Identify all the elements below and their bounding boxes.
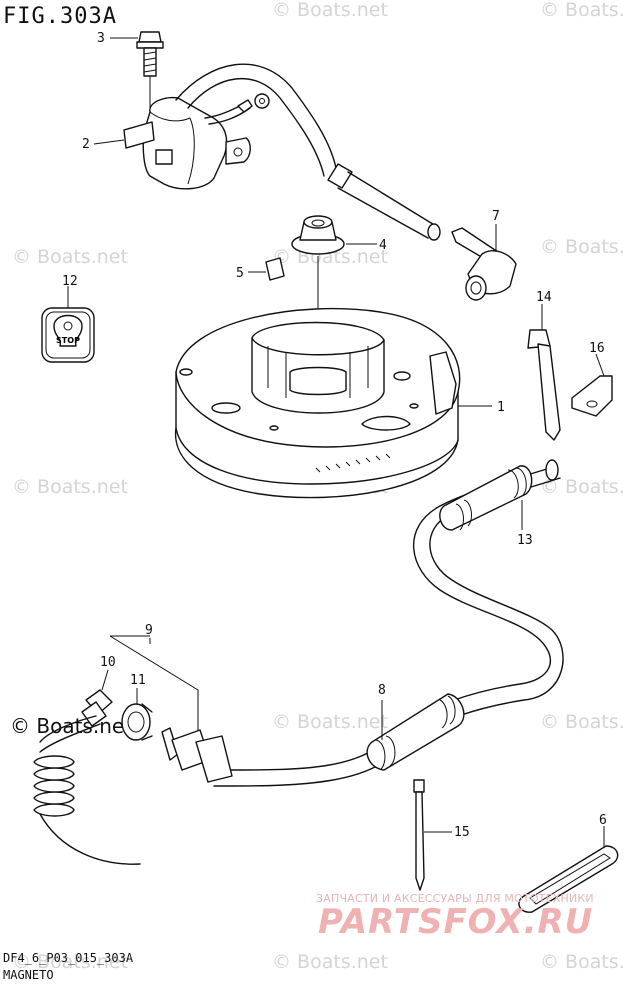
- part-8-grommet: [366, 693, 465, 771]
- part-15-cable-tie: [413, 779, 452, 891]
- callout-3: 3: [97, 31, 105, 46]
- watermark: © Boats.net: [12, 951, 128, 973]
- part-12-stop-switch: STOP: [41, 286, 95, 363]
- watermark: © Boats.net: [12, 246, 128, 268]
- part-11-grommet: [121, 688, 153, 741]
- diagram-code: DF4_6_P03_015_303A: [3, 951, 134, 965]
- watermark: © Boats.net: [540, 951, 624, 973]
- part-5-key: [248, 257, 285, 281]
- callout-labels: 3 2 4 5 7 12 14 16 1 13 9 10 11 8 15 6: [62, 31, 607, 840]
- part-2-ignition-coil: [123, 63, 441, 241]
- part-6-strap: [518, 826, 619, 913]
- stop-label: STOP: [56, 336, 80, 345]
- callout-13: 13: [517, 533, 533, 548]
- part-3-bolt: [136, 31, 164, 112]
- callout-14: 14: [536, 290, 552, 305]
- callout-7: 7: [492, 209, 500, 224]
- part-10-terminal: [33, 669, 141, 865]
- callout-8: 8: [378, 683, 386, 698]
- callout-15: 15: [454, 825, 470, 840]
- shop-logo-watermark: PARTSFOX.RU: [318, 902, 594, 942]
- callout-4: 4: [379, 238, 387, 253]
- shop-tagline-watermark: ЗАПЧАСТИ И АКСЕССУАРЫ ДЛЯ МОТОТЕХНИКИ: [316, 892, 594, 905]
- callout-11: 11: [130, 673, 146, 688]
- watermark: © Boats.net: [540, 0, 624, 21]
- part-13-grommet: [439, 465, 533, 531]
- callout-5: 5: [236, 266, 244, 281]
- part-14-clip: [527, 304, 561, 441]
- callout-9: 9: [145, 623, 153, 638]
- callout-2: 2: [82, 137, 90, 152]
- callout-10: 10: [100, 655, 116, 670]
- figure-title: FIG.303A: [3, 4, 117, 29]
- watermark: © Boats.net: [272, 951, 388, 973]
- callout-12: 12: [62, 274, 78, 289]
- watermark: © Boats.net: [272, 711, 388, 733]
- part-16-bracket: [571, 353, 613, 417]
- callout-6: 6: [599, 813, 607, 828]
- watermark-dark: © Boats.net: [10, 714, 132, 738]
- part-9-leader: [109, 635, 199, 740]
- part-7-plug-cap: [451, 224, 517, 301]
- watermark: © Boats.net: [12, 476, 128, 498]
- watermark: © Boats.net: [540, 236, 624, 258]
- watermark: © Boats.net: [540, 476, 624, 498]
- callout-16: 16: [589, 341, 605, 356]
- watermark: © Boats.net: [272, 0, 388, 21]
- callout-1: 1: [497, 400, 505, 415]
- diagram-caption: MAGNETO: [3, 968, 54, 982]
- part-1-flywheel: [174, 307, 492, 499]
- part-4-nut: [291, 215, 377, 380]
- connector: [161, 727, 233, 783]
- watermark: © Boats.net: [540, 711, 624, 733]
